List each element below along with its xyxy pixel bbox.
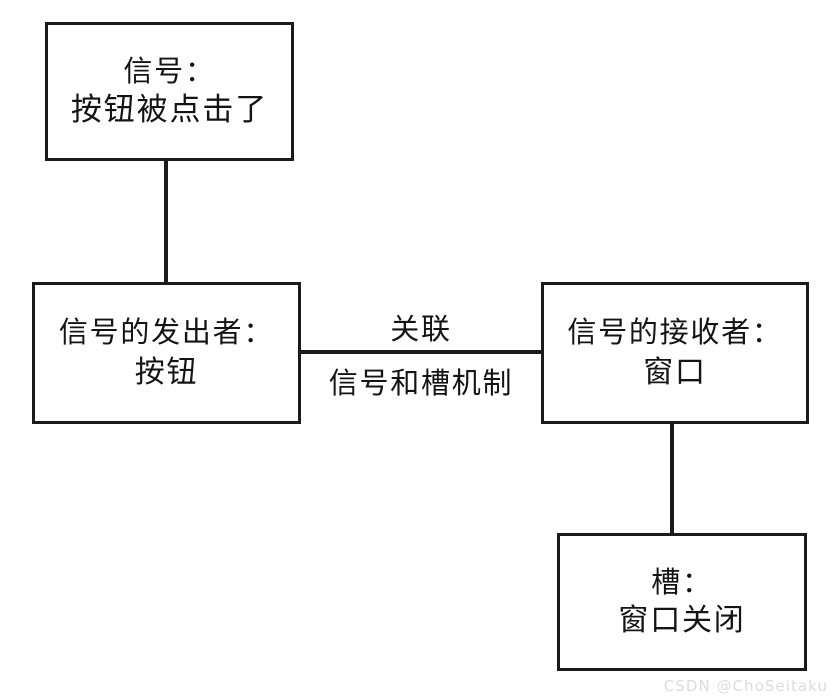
receiver-node-line1: 信号的接收者： (567, 315, 783, 350)
sender-node-line1: 信号的发出者： (58, 315, 275, 350)
watermark: CSDN @ChoSeitaku (663, 677, 828, 695)
edge-label-relation: 关联 (390, 312, 452, 346)
slot-node-line2: 窗口关闭 (618, 603, 746, 639)
signal-node: 信号： 按钮被点击了 (45, 22, 294, 161)
connector-signal-to-sender (164, 158, 168, 285)
signal-node-line1: 信号： (123, 54, 216, 89)
edge-label-mechanism: 信号和槽机制 (328, 366, 514, 400)
sender-node: 信号的发出者： 按钮 (32, 282, 301, 424)
connector-sender-to-receiver (298, 350, 544, 354)
slot-node-line1: 槽： (651, 565, 713, 600)
signal-node-line2: 按钮被点击了 (70, 92, 269, 129)
receiver-node: 信号的接收者： 窗口 (541, 282, 809, 424)
receiver-node-line2: 窗口 (643, 355, 707, 391)
slot-node: 槽： 窗口关闭 (557, 533, 807, 671)
connector-receiver-to-slot (670, 421, 674, 536)
sender-node-line2: 按钮 (134, 355, 199, 391)
